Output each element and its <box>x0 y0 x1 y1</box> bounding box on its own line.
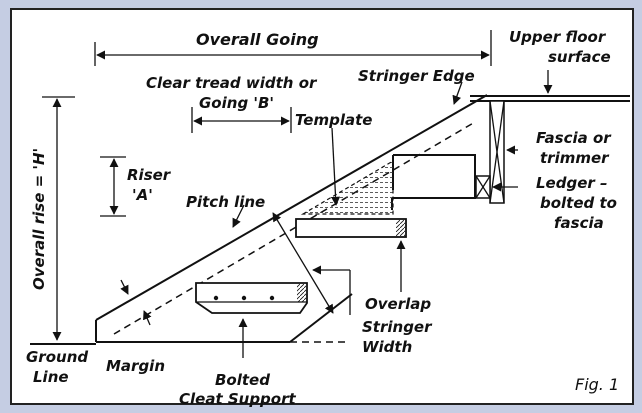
label-overall-rise: Overall rise = 'H' <box>30 148 48 290</box>
label-stringer-edge: Stringer Edge <box>358 67 475 85</box>
label-overall-going: Overall Going <box>196 30 319 49</box>
fascia-trimmer <box>489 100 518 204</box>
clear-tread-dimension <box>191 107 292 133</box>
label-stringer-width-2: Width <box>362 338 412 356</box>
label-clear-tread-1: Clear tread width or <box>146 74 318 92</box>
label-ground-1: Ground <box>26 348 88 366</box>
bolted-cleat <box>195 282 308 358</box>
overall-rise-dimension <box>42 96 75 341</box>
label-ledger-2: bolted to <box>540 194 617 212</box>
label-riser-1: Riser <box>127 166 172 184</box>
overall-going-dimension <box>94 30 492 66</box>
label-fascia-1: Fascia or <box>536 129 612 147</box>
stringer-width-dimension <box>272 212 351 315</box>
label-fig: Fig. 1 <box>575 375 619 394</box>
margin-indicator <box>120 279 152 326</box>
label-upper-floor-1: Upper floor <box>509 28 607 46</box>
label-template: Template <box>295 111 372 129</box>
label-riser-2: 'A' <box>132 186 153 204</box>
label-ledger-3: fascia <box>554 214 604 232</box>
label-ground-2: Line <box>33 368 69 386</box>
label-ledger-1: Ledger – <box>536 174 608 192</box>
label-bolted-2: Cleat Support <box>179 390 296 408</box>
label-fascia-2: trimmer <box>540 149 610 167</box>
label-bolted-1: Bolted <box>215 371 270 389</box>
label-stringer-width-1: Stringer <box>362 318 433 336</box>
label-pitch-line: Pitch line <box>186 193 265 211</box>
upper-floor <box>470 70 630 102</box>
riser-dimension <box>100 156 126 217</box>
stringer-body <box>95 293 353 343</box>
label-upper-floor-2: surface <box>548 48 611 66</box>
label-margin: Margin <box>106 357 165 375</box>
stringer-top-edge <box>95 94 488 321</box>
overlap-cleat <box>295 218 407 292</box>
label-clear-tread-2: Going 'B' <box>199 94 274 112</box>
template <box>300 127 394 215</box>
label-overlap: Overlap <box>365 295 431 313</box>
